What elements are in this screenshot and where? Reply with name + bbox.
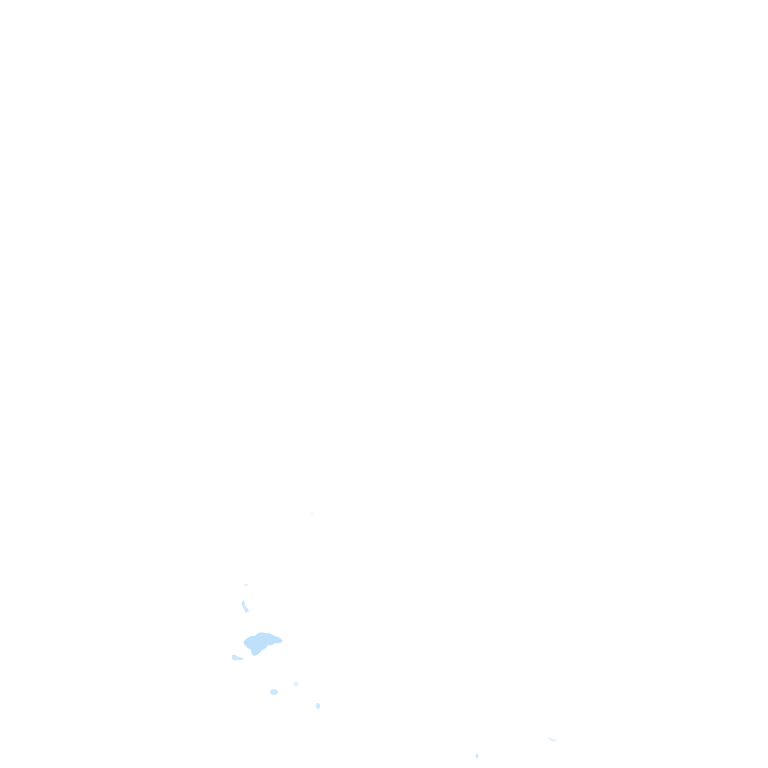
speckle-group-left (232, 513, 320, 709)
speck (270, 689, 278, 695)
speck (243, 632, 283, 656)
speck (241, 600, 249, 613)
speck (232, 654, 244, 661)
speck (475, 754, 479, 758)
speckle-group-right (475, 737, 557, 758)
speck (293, 681, 299, 687)
speck (311, 513, 313, 515)
speck (316, 703, 320, 709)
speck (244, 583, 248, 587)
speck (548, 737, 557, 742)
